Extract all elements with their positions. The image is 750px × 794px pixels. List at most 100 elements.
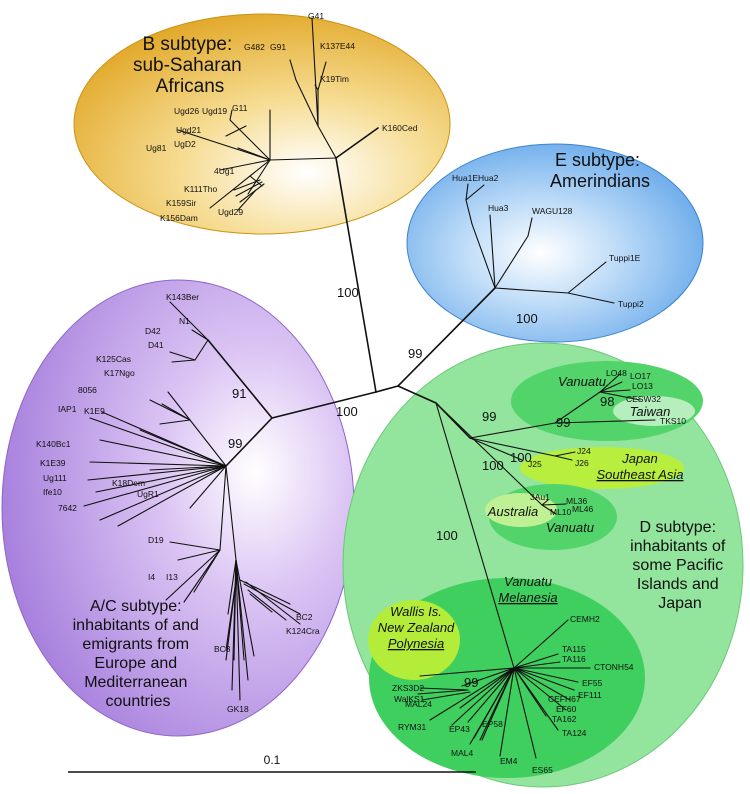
bootstrap-d-australia: 100 xyxy=(482,458,504,473)
clade-e-leaf-labels: Hua1E Hua2 Hua3 WAGU128 Tuppi1E Tuppi2 xyxy=(452,173,644,309)
leaf-label: UgD2 xyxy=(174,139,196,149)
leaf-label: Hua2 xyxy=(478,173,499,183)
leaf-label: Hua1E xyxy=(452,173,478,183)
subgroup-label-vanuatu-bottom: Vanuatu xyxy=(504,574,552,589)
leaf-label: CESW32 xyxy=(626,394,661,404)
leaf-label: D41 xyxy=(148,340,164,350)
leaf-label: Ugd29 xyxy=(218,207,243,217)
leaf-label: K125Cas xyxy=(96,354,131,364)
leaf-label: EM4 xyxy=(500,756,518,766)
leaf-label: Ug81 xyxy=(146,143,167,153)
leaf-label: CEFH67 xyxy=(548,694,581,704)
leaf-label: RYM31 xyxy=(398,722,426,732)
leaf-label: J24 xyxy=(577,446,591,456)
clade-e-ellipse xyxy=(406,143,704,343)
leaf-label: 7642 xyxy=(58,503,77,513)
subgroup-label-wallis: Wallis Is. xyxy=(390,604,442,619)
leaf-label: Ife10 xyxy=(43,487,62,497)
leaf-label: Ug111 xyxy=(43,473,67,483)
scale-bar-label: 0.1 xyxy=(264,753,281,767)
leaf-label: I4 xyxy=(148,572,155,582)
leaf-label: K160Ced xyxy=(382,123,418,133)
subgroup-label-japan: Japan xyxy=(621,451,657,466)
bootstrap-b-branch: 100 xyxy=(337,285,359,300)
leaf-label: EP58 xyxy=(482,719,503,729)
subgroup-taiwan xyxy=(613,396,695,426)
subgroup-polynesia xyxy=(368,600,460,680)
subgroup-label-new-zealand: New Zealand xyxy=(378,620,455,635)
leaf-label: EF55 xyxy=(582,678,603,688)
bootstrap-d-polynesia: 99 xyxy=(464,675,478,690)
leaf-label: EF111 xyxy=(578,690,602,700)
leaf-label: WAGU128 xyxy=(532,206,573,216)
subgroup-label-australia: Australia xyxy=(487,504,539,519)
leaf-label: G11 xyxy=(232,103,248,113)
bootstrap-d-melanesia: 100 xyxy=(436,528,458,543)
leaf-label: Ugd26 xyxy=(174,106,199,116)
clade-ac-title: A/C subtype: inhabitants of and emigrant… xyxy=(73,598,204,710)
bootstrap-ac-root: 99 xyxy=(228,436,242,451)
leaf-label: LO48 xyxy=(606,368,627,378)
leaf-label: LO13 xyxy=(632,381,653,391)
bootstrap-d-vanuatu-taiwan-b: 98 xyxy=(600,394,614,409)
backbone-branches xyxy=(207,157,496,467)
clade-ac-leaf-labels: K143Ber N1 D42 D41 K125Cas K17Ngo 8056 I… xyxy=(36,292,320,714)
bootstrap-d-japan: 100 xyxy=(510,450,532,465)
clade-b-title: B subtype: sub-Saharan Africans xyxy=(133,34,247,97)
leaf-label: EF60 xyxy=(556,704,577,714)
bootstrap-ac-b: 91 xyxy=(232,386,246,401)
leaf-label: Ugd21 xyxy=(176,125,201,135)
clade-b-leaf-labels: G41 G482 G91 K137E44 K19Tim G11 Ugd26 Ug… xyxy=(146,11,418,223)
clade-d-title: D subtype: inhabitants of some Pacific I… xyxy=(630,519,730,612)
subgroup-label-polynesia: Polynesia xyxy=(388,636,444,651)
leaf-label: D42 xyxy=(145,326,161,336)
leaf-label: TKS10 xyxy=(660,416,686,426)
leaf-label: J26 xyxy=(575,458,589,468)
subgroup-label-taiwan: Taiwan xyxy=(630,404,671,419)
leaf-label: K140Bc1 xyxy=(36,439,71,449)
leaf-label: K1E9 xyxy=(84,406,105,416)
leaf-label: BC3 xyxy=(214,644,231,654)
bootstrap-d-japan-vanuatu: 99 xyxy=(482,409,496,424)
clade-ac-branches xyxy=(83,301,301,701)
subgroup-label-vanuatu-mid: Vanuatu xyxy=(546,520,594,535)
clade-b-ellipse xyxy=(73,13,451,235)
clade-b-branches xyxy=(177,17,379,211)
clade-e-branches xyxy=(465,183,615,304)
leaf-label: TA115 xyxy=(562,644,586,654)
leaf-label: LO17 xyxy=(630,371,651,381)
leaf-label: K159Sir xyxy=(166,198,196,208)
leaf-label: ML46 xyxy=(572,504,594,514)
leaf-label: TA116 xyxy=(562,654,586,664)
leaf-label: N1 xyxy=(179,316,190,326)
leaf-label: G41 xyxy=(308,11,324,21)
leaf-label: 8056 xyxy=(78,385,97,395)
leaf-label: K1E39 xyxy=(40,458,66,468)
leaf-label: GK18 xyxy=(227,704,249,714)
leaf-label: Tuppi1E xyxy=(609,253,641,263)
clade-d-branches xyxy=(417,373,656,759)
leaf-label: 4Ug1 xyxy=(214,166,235,176)
leaf-label: TA162 xyxy=(552,714,577,724)
leaf-label: K124Cra xyxy=(286,626,320,636)
leaf-label: Hua3 xyxy=(488,203,509,213)
leaf-label: Ugd19 xyxy=(202,106,227,116)
leaf-label: K17Ngo xyxy=(104,368,135,378)
leaf-label: G91 xyxy=(270,42,286,52)
leaf-label: K143Ber xyxy=(166,292,199,302)
leaf-label: ES65 xyxy=(532,765,553,775)
leaf-label: D19 xyxy=(148,535,164,545)
clade-e-title: E subtype: Amerindians xyxy=(550,150,650,191)
leaf-label: K19Tim xyxy=(320,74,349,84)
leaf-label: K156Dam xyxy=(160,213,198,223)
leaf-label: ZKS3D2 xyxy=(392,683,424,693)
leaf-label: 3Au1 xyxy=(530,492,550,502)
leaf-label: ML10 xyxy=(550,507,572,517)
leaf-label: CEMH2 xyxy=(570,614,600,624)
leaf-label: CTONH54 xyxy=(594,662,634,672)
leaf-label: MAL4 xyxy=(451,748,473,758)
leaf-label: K137E44 xyxy=(320,41,355,51)
leaf-label: EP43 xyxy=(449,724,470,734)
leaf-label: TA124 xyxy=(562,728,587,738)
